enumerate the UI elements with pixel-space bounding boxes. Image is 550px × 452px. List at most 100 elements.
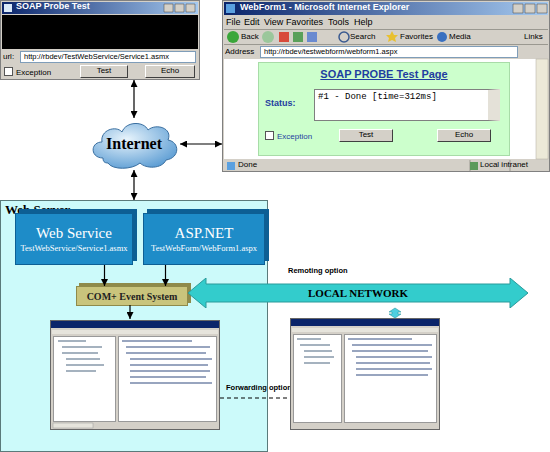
checkbox-label: Exception	[265, 131, 312, 142]
web-server-region: Web ServerWeb ServiceTestWebService/Serv…	[0, 200, 268, 452]
internet-cloud: Internet	[88, 118, 180, 170]
menu-item: Help	[354, 18, 373, 28]
echo-button: Echo	[437, 129, 491, 142]
home-icon	[307, 32, 317, 42]
forward-icon	[262, 31, 274, 43]
node-text: Web Service	[36, 225, 112, 242]
checkbox-label: Exception	[4, 67, 51, 78]
status-icon	[227, 162, 235, 170]
toolbar-label: Back	[241, 33, 259, 42]
zone-icon	[470, 162, 478, 170]
separator-lines	[224, 30, 548, 172]
stop-icon	[279, 32, 289, 42]
status-text: Done	[238, 161, 257, 170]
node-text: Echo	[455, 131, 473, 140]
screenshot-frame	[51, 321, 220, 430]
network-arrow	[389, 308, 401, 318]
list-pane	[345, 335, 437, 423]
node-text: TestWebForm/WebForm1.aspx	[151, 244, 257, 253]
connector-arrow	[133, 170, 134, 200]
cloud-outline	[93, 123, 177, 168]
feed-arrow	[129, 305, 130, 319]
node-text: http://rbdev/testwebform/webform1.aspx	[264, 48, 397, 56]
node-text: Test	[359, 131, 374, 140]
address-field: http://rbdev/testwebform/webform1.aspx	[260, 46, 518, 58]
screenshot-menu	[52, 330, 218, 334]
tree-pane	[294, 335, 342, 423]
node-text: ASP.NET	[175, 225, 234, 242]
node-text: Test	[97, 67, 112, 76]
analyzer-screenshot	[291, 319, 440, 430]
echo-button: Echo	[145, 65, 195, 78]
status-label: Status:	[265, 99, 296, 109]
title-buttons	[513, 4, 547, 13]
title-bar	[2, 2, 198, 14]
list-rows	[122, 341, 212, 383]
event-system-box: COM+ Event System	[76, 286, 188, 306]
forwarding-line	[220, 398, 290, 399]
connector-arrow	[104, 265, 105, 286]
screenshot-title	[291, 319, 439, 326]
url-field: http://rbdev/TestWebService/Service1.asm…	[20, 51, 196, 63]
node-text: #1 - Done [time=312ms]	[318, 93, 437, 103]
option-label: Forwarding option	[226, 384, 292, 392]
node-text: LOCAL NETWORK	[308, 287, 408, 299]
address-label: Address	[225, 48, 254, 57]
test-button: Test	[80, 65, 128, 78]
probe-window: SOAP Probe Test http://rbdev/TestWebServi…	[0, 0, 200, 80]
toolbar-label: Media	[449, 33, 471, 42]
menu-item: View	[264, 18, 283, 28]
window-frame	[1, 1, 200, 80]
media-icon	[437, 32, 447, 42]
test-button: Test	[339, 129, 393, 142]
search-icon	[339, 32, 349, 42]
menu-item: Edit	[244, 18, 260, 28]
tree-pane	[54, 337, 116, 422]
list-rows	[348, 339, 432, 375]
connector-arrow	[165, 265, 166, 286]
browser-window: WebForm1 - Microsoft Internet Explorer ht…	[222, 0, 550, 172]
status-textarea: #1 - Done [time=312ms]	[314, 89, 500, 121]
zone-text: Local intranet	[480, 161, 528, 170]
links-label: Links	[524, 33, 543, 42]
node-text: http://rbdev/TestWebService/Service1.asm…	[24, 53, 169, 61]
page-area	[224, 59, 536, 159]
network-band: LOCAL NETWORK	[188, 278, 528, 308]
list-pane	[119, 337, 217, 422]
node-text: WebForm1 - Microsoft Internet Explorer	[240, 3, 409, 13]
node-text: COM+ Event System	[87, 291, 178, 302]
menu-item: File	[226, 18, 241, 28]
connector-arrow	[133, 80, 134, 118]
menu-item: Tools	[328, 18, 349, 28]
screenshot-menu	[292, 328, 438, 332]
tree-rows	[58, 341, 104, 371]
screenshot-frame	[291, 319, 440, 430]
title-bar	[224, 2, 548, 15]
node-text: Internet	[106, 135, 162, 153]
window-frame	[223, 1, 550, 172]
node-text: TestWebService/Service1.asmx	[20, 244, 127, 253]
test-page-panel: SOAP PROBE Test Page #1 - Done [time=312m…	[258, 62, 510, 156]
screenshot-tabs	[53, 423, 93, 428]
node-text: SOAP Probe Test	[16, 2, 90, 12]
field-label: url:	[3, 53, 14, 62]
tree-rows	[297, 339, 334, 363]
console-area	[2, 15, 198, 49]
band-outline	[188, 278, 528, 308]
node-text: SOAP PROBE Test Page	[259, 68, 509, 80]
window-icon	[226, 4, 235, 13]
connector-arrow	[180, 143, 222, 144]
toolbar-label: Search	[350, 33, 375, 42]
refresh-icon	[293, 32, 303, 42]
toolbar-label: Favorites	[400, 33, 433, 42]
scrollbar	[536, 59, 548, 159]
back-icon	[227, 31, 239, 43]
menu-item: Favorites	[286, 18, 323, 28]
node-text: Echo	[161, 67, 179, 76]
web-service-box: Web ServiceTestWebService/Service1.asmx	[15, 213, 133, 265]
analyzer-screenshot	[51, 321, 220, 430]
favorites-icon	[386, 31, 398, 42]
screenshot-title	[51, 321, 219, 328]
